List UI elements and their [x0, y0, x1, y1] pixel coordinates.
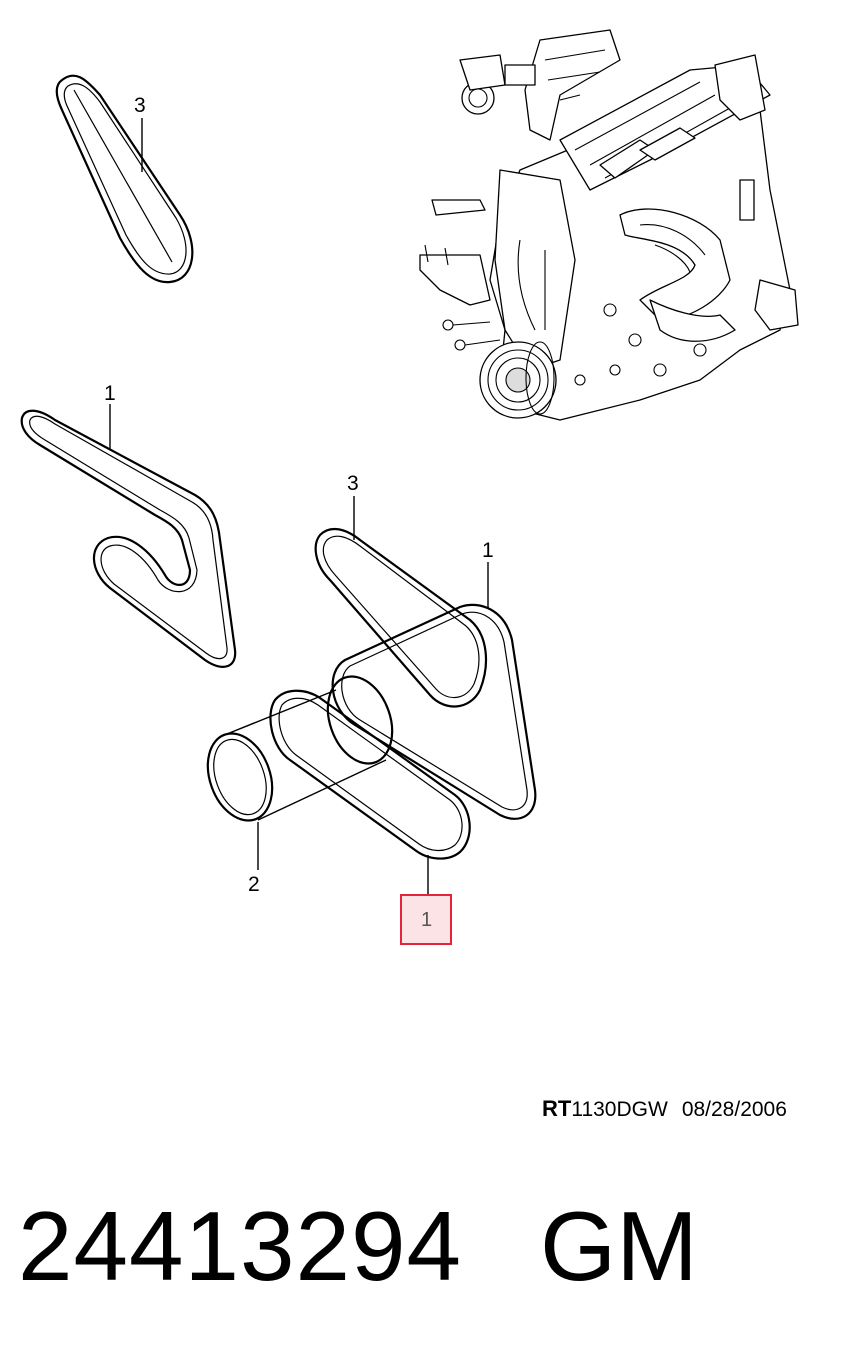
drawing-code-number: 1130DGW — [571, 1098, 668, 1121]
belt-1-lower — [269, 689, 471, 860]
highlighted-callout-label: 1 — [421, 909, 432, 931]
callout-1-center: 1 — [482, 539, 494, 562]
highlight-box[interactable] — [400, 894, 452, 945]
drawing-date: 08/28/2006 — [681, 1098, 787, 1121]
highlighted-callout[interactable]: 1 — [400, 894, 452, 945]
belt-1-left — [20, 409, 237, 668]
drawing-code-prefix: RT — [542, 1096, 572, 1121]
part-brand: GM — [540, 1191, 698, 1301]
drawing-code: RT1130DGW 08/28/2006 — [542, 1096, 787, 1122]
engine-illustration — [419, 29, 799, 421]
belt-3-top — [55, 74, 194, 284]
callout-3-center: 3 — [347, 472, 359, 495]
callout-3-top: 3 — [134, 94, 146, 117]
belt-1-center — [331, 603, 537, 820]
part-number: 24413294 — [18, 1191, 463, 1301]
callout-1-left: 1 — [104, 382, 116, 405]
callout-2: 2 — [248, 873, 260, 896]
belt-3-center — [314, 527, 487, 708]
callout-leaders — [109, 118, 489, 894]
